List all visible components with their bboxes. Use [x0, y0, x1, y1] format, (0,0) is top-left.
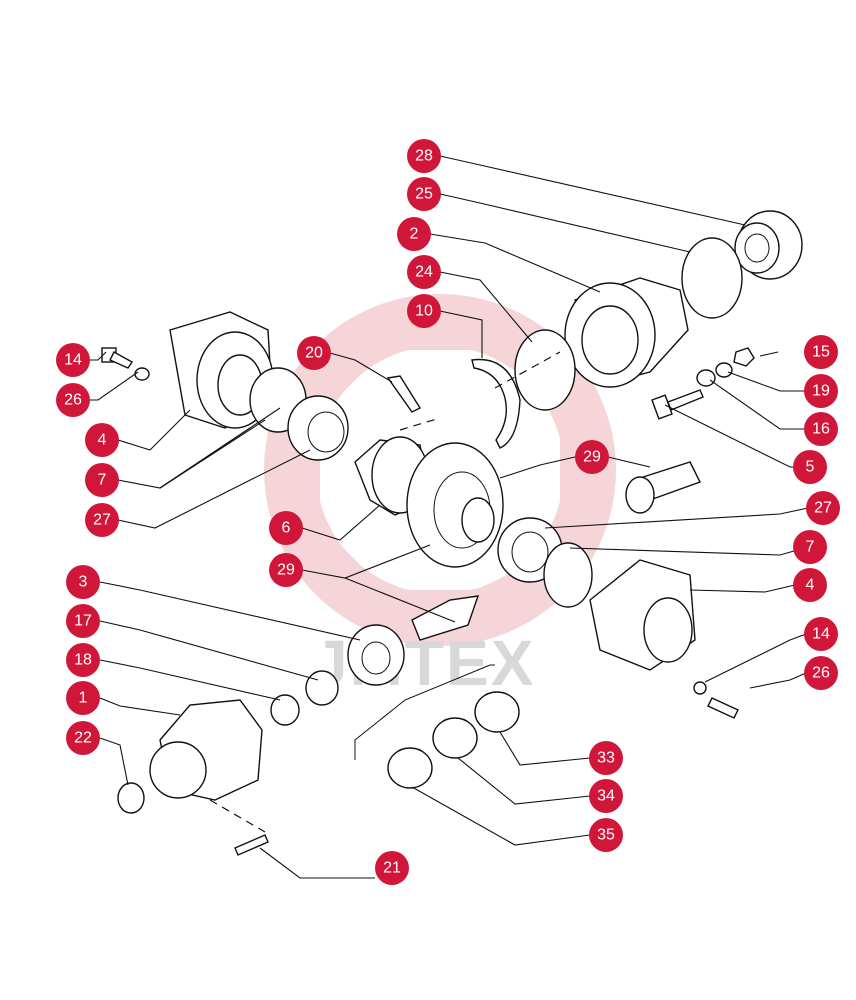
- callout-14[interactable]: 14: [56, 343, 90, 377]
- callout-4[interactable]: 4: [85, 423, 119, 457]
- callout-5[interactable]: 5: [793, 450, 827, 484]
- svg-text:22: 22: [74, 730, 92, 747]
- ring-35: [387, 747, 433, 789]
- axis-line: [494, 351, 561, 389]
- svg-text:29: 29: [583, 449, 601, 466]
- svg-text:4: 4: [98, 432, 107, 449]
- axis-line: [209, 799, 266, 833]
- svg-text:26: 26: [812, 665, 830, 682]
- svg-text:25: 25: [415, 186, 433, 203]
- axis-line: [354, 664, 495, 760]
- callout-25[interactable]: 25: [407, 177, 441, 211]
- svg-text:26: 26: [64, 392, 82, 409]
- svg-text:35: 35: [597, 827, 615, 844]
- housing-right: [589, 559, 696, 671]
- bolt-lower-right: [693, 681, 739, 719]
- svg-text:1: 1: [79, 690, 88, 707]
- axis-line: [399, 417, 441, 431]
- nut-17: [305, 670, 339, 706]
- svg-text:5: 5: [806, 459, 815, 476]
- callout-1[interactable]: 1: [66, 681, 100, 715]
- callout-3[interactable]: 3: [66, 565, 100, 599]
- callout-29[interactable]: 29: [575, 440, 609, 474]
- o-ring-bottom-left: [117, 782, 145, 814]
- svg-text:19: 19: [812, 383, 830, 400]
- callout-2[interactable]: 2: [397, 217, 431, 251]
- o-ring-top: [681, 237, 743, 319]
- callout-27[interactable]: 27: [806, 491, 840, 525]
- bearing-top-right: [734, 210, 803, 280]
- svg-text:14: 14: [64, 352, 82, 369]
- callout-18[interactable]: 18: [66, 643, 100, 677]
- svg-text:17: 17: [74, 613, 92, 630]
- callout-15[interactable]: 15: [804, 335, 838, 369]
- ring-34: [432, 717, 478, 759]
- bearing-right: [497, 517, 593, 608]
- nut-18: [270, 694, 300, 726]
- bearing-left: [249, 367, 349, 461]
- callout-4[interactable]: 4: [793, 568, 827, 602]
- svg-text:24: 24: [415, 264, 433, 281]
- shim-plate: [471, 358, 521, 449]
- svg-text:7: 7: [806, 539, 815, 556]
- differential-ring-gear: [354, 436, 504, 568]
- callout-17[interactable]: 17: [66, 604, 100, 638]
- callout-33[interactable]: 33: [589, 741, 623, 775]
- ring-33: [474, 691, 520, 733]
- svg-text:27: 27: [93, 512, 111, 529]
- callout-26[interactable]: 26: [56, 383, 90, 417]
- svg-text:3: 3: [79, 574, 88, 591]
- svg-text:20: 20: [305, 345, 323, 362]
- callout-28[interactable]: 28: [407, 139, 441, 173]
- svg-text:21: 21: [383, 860, 401, 877]
- svg-text:10: 10: [415, 303, 433, 320]
- callout-14[interactable]: 14: [804, 617, 838, 651]
- housing-bottom-left: [149, 699, 263, 801]
- svg-text:15: 15: [812, 344, 830, 361]
- callout-29[interactable]: 29: [269, 553, 303, 587]
- callout-22[interactable]: 22: [66, 721, 100, 755]
- pinion-upper: [625, 461, 701, 514]
- callout-26[interactable]: 26: [804, 656, 838, 690]
- svg-text:33: 33: [597, 750, 615, 767]
- bolt-21: [234, 834, 269, 856]
- bolt-upper: [386, 375, 422, 413]
- callout-24[interactable]: 24: [407, 255, 441, 289]
- callout-6[interactable]: 6: [269, 511, 303, 545]
- bolt-nut-right: [651, 347, 755, 420]
- svg-text:4: 4: [806, 577, 815, 594]
- parts: [101, 210, 803, 856]
- callouts: 28 25 2 24 10 20 14 26 15 19 16 5 4 7 27…: [56, 139, 840, 885]
- callout-34[interactable]: 34: [589, 779, 623, 813]
- svg-text:6: 6: [282, 520, 291, 537]
- svg-text:7: 7: [98, 472, 107, 489]
- callout-21[interactable]: 21: [375, 851, 409, 885]
- callout-10[interactable]: 10: [407, 294, 441, 328]
- svg-text:34: 34: [597, 788, 615, 805]
- svg-text:29: 29: [277, 562, 295, 579]
- svg-text:27: 27: [814, 500, 832, 517]
- bolt-left: [101, 347, 150, 381]
- svg-text:16: 16: [812, 421, 830, 438]
- callout-16[interactable]: 16: [804, 412, 838, 446]
- svg-text:2: 2: [410, 226, 419, 243]
- callout-7[interactable]: 7: [793, 530, 827, 564]
- svg-text:28: 28: [415, 148, 433, 165]
- callout-7[interactable]: 7: [85, 463, 119, 497]
- svg-text:18: 18: [74, 652, 92, 669]
- svg-text:14: 14: [812, 626, 830, 643]
- o-ring-mid: [514, 329, 576, 411]
- callout-20[interactable]: 20: [297, 336, 331, 370]
- callout-19[interactable]: 19: [804, 374, 838, 408]
- leader-lines: [88, 155, 809, 879]
- callout-35[interactable]: 35: [589, 818, 623, 852]
- callout-27[interactable]: 27: [85, 503, 119, 537]
- housing-top-right: [564, 277, 689, 388]
